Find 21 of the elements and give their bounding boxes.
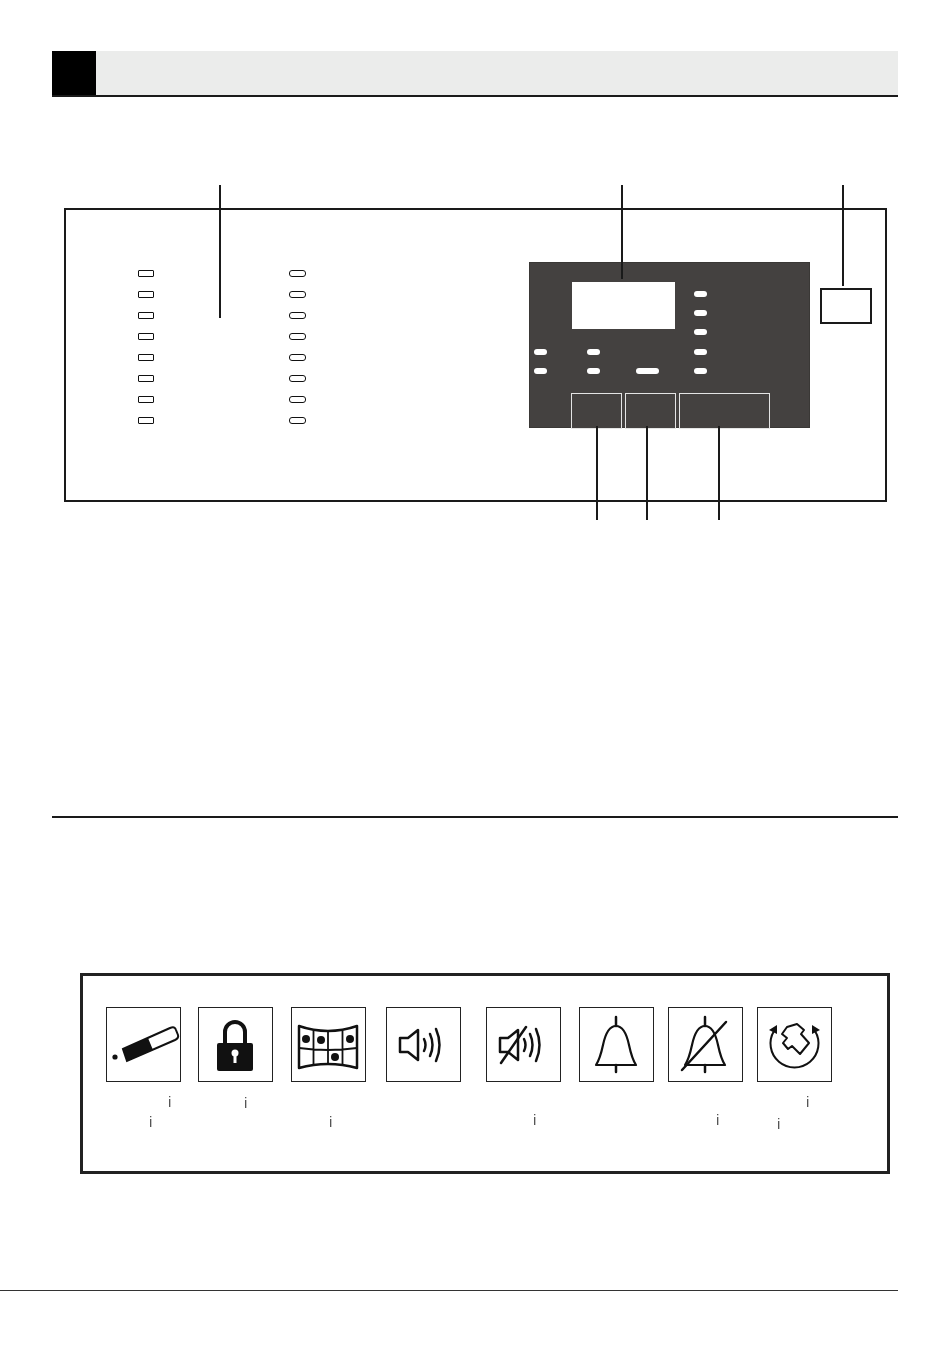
leader-line [219, 184, 221, 319]
icon-caption: i [329, 1114, 333, 1129]
leader-line [842, 184, 844, 287]
control-panel [64, 208, 887, 502]
icon-caption: i [806, 1094, 810, 1109]
panel-button [679, 393, 770, 429]
icon-caption: i [716, 1112, 720, 1127]
leader-line [718, 425, 720, 521]
display-screen [572, 282, 675, 329]
leader-line [596, 425, 598, 521]
panel-button [571, 393, 622, 429]
icon-caption: i [149, 1114, 153, 1129]
display-panel [529, 262, 810, 428]
start-button [820, 288, 872, 324]
leader-line [621, 184, 623, 280]
icon-caption: i [168, 1094, 172, 1109]
leader-line [646, 425, 648, 521]
icon-caption: i [777, 1116, 781, 1131]
panel-button [625, 393, 676, 429]
icon-caption: i [244, 1095, 248, 1110]
icon-caption: i [533, 1112, 537, 1127]
